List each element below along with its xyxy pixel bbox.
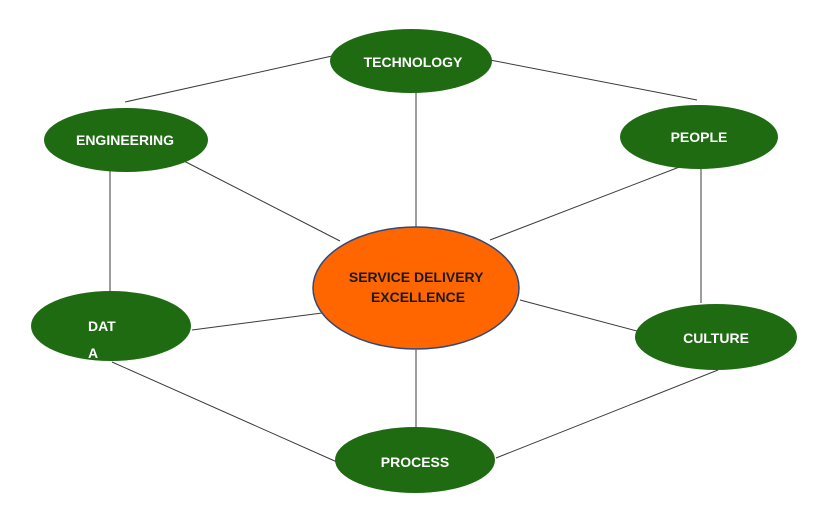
edge-technology-people: [489, 59, 698, 101]
edge-engineering-technology: [124, 55, 333, 103]
node-data-label-line-2: A: [88, 345, 98, 361]
center-node-label-line-2: EXCELLENCE: [371, 289, 465, 305]
spoke-culture: [519, 299, 638, 332]
spoke-engineering: [181, 159, 341, 242]
node-engineering-label: ENGINEERING: [76, 132, 174, 148]
edge-process-data: [111, 361, 338, 463]
spoke-people: [489, 165, 683, 241]
node-technology: TECHNOLOGY: [330, 29, 492, 93]
node-culture: CULTURE: [635, 304, 797, 370]
center-node-label-line-1: SERVICE DELIVERY: [349, 269, 484, 285]
center-node: SERVICE DELIVERY EXCELLENCE: [312, 226, 520, 350]
node-people-label: PEOPLE: [671, 129, 728, 145]
center-node-label: SERVICE DELIVERY EXCELLENCE: [349, 269, 487, 305]
node-process: PROCESS: [335, 427, 495, 493]
node-data-label-line-1: DAT: [88, 318, 116, 334]
node-data: DAT A: [31, 291, 191, 361]
edge-culture-process: [495, 369, 719, 459]
node-technology-label: TECHNOLOGY: [364, 54, 463, 70]
node-people: PEOPLE: [620, 105, 778, 169]
node-engineering: ENGINEERING: [44, 108, 208, 172]
node-process-label: PROCESS: [381, 454, 449, 470]
spoke-data: [191, 312, 323, 331]
node-culture-label: CULTURE: [683, 330, 749, 346]
node-data-label: DAT A: [88, 318, 120, 361]
